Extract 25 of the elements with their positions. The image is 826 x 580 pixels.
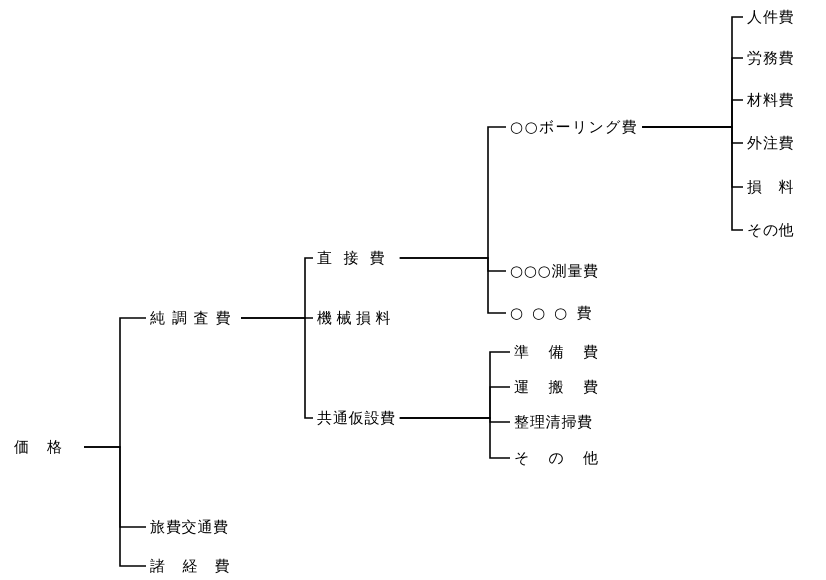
tree-item-label: 労務費	[745, 48, 796, 68]
tree-connector	[241, 317, 313, 419]
tree-item-label: 準備費	[512, 342, 620, 362]
tree-item-label: 価格	[12, 437, 82, 457]
tree-item-label: 諸経費	[148, 556, 249, 576]
tree-item-label: 運搬費	[512, 377, 620, 397]
tree-item-label: 材料費	[745, 90, 796, 110]
tree-item-label: 損料	[745, 177, 812, 197]
tree-item-label: ○○○測量費	[508, 261, 601, 281]
tree-item-label: 共通仮設費	[315, 408, 398, 428]
tree-item-label: ○○○費	[508, 303, 602, 323]
tree-connector	[642, 126, 743, 231]
tree-item-label: 機械損料	[315, 308, 397, 328]
tree-item-label: 直接費	[315, 248, 398, 268]
tree-item-label: その他	[512, 448, 620, 468]
tree-item-label: 外注費	[745, 133, 796, 153]
tree-connector	[400, 417, 510, 459]
tree-connector	[400, 257, 506, 314]
tree-item-label: 純調査費	[148, 308, 239, 328]
tree-connector	[84, 446, 146, 567]
tree-item-label: 旅費交通費	[148, 517, 231, 537]
tree-item-label: 人件費	[745, 7, 796, 27]
tree-item-label: ○○ボーリング費	[508, 117, 640, 137]
tree-item-label: その他	[745, 220, 796, 240]
tree-item-label: 整理清掃費	[512, 412, 595, 432]
